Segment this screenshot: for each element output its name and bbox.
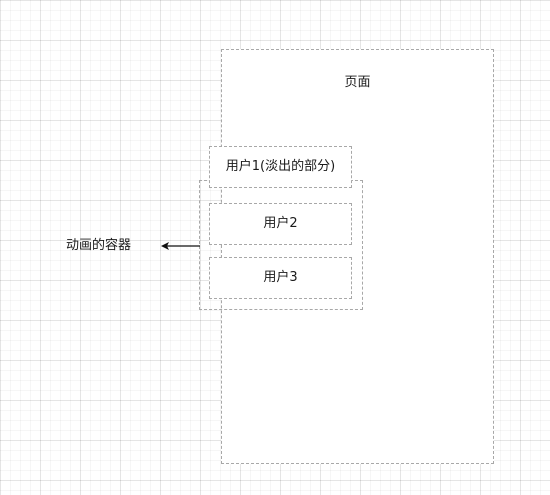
user1-box: 用户1(淡出的部分) (209, 146, 352, 188)
user2-box: 用户2 (209, 203, 352, 245)
user3-box: 用户3 (209, 257, 352, 299)
user1-label: 用户1(淡出的部分) (225, 159, 336, 174)
animation-container-label: 动画的容器 (66, 238, 132, 253)
page-box: 页面 (221, 49, 494, 464)
arrow-left-icon (161, 242, 200, 250)
user2-label: 用户2 (263, 216, 298, 231)
page-label: 页面 (344, 75, 371, 90)
user3-label: 用户3 (263, 270, 298, 285)
